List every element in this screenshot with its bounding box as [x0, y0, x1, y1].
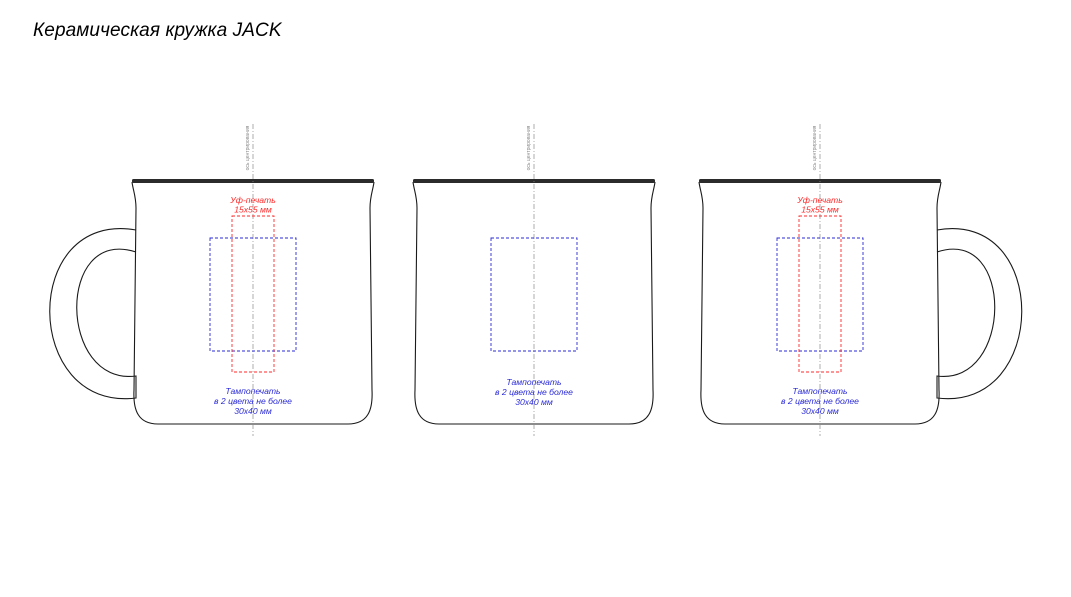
pad-print-label: в 2 цвета не более: [781, 396, 859, 406]
uv-print-area: [231, 215, 275, 373]
mug-handle: [49, 228, 137, 400]
uv-print-area: [798, 215, 842, 373]
pad-print-area: [490, 237, 578, 352]
uv-print-label: Уф-печать: [796, 195, 843, 205]
pad-print-label: 30x40 мм: [515, 397, 553, 407]
pad-print-label: Тампопечать: [225, 386, 281, 396]
pad-print-label: Тампопечать: [506, 377, 562, 387]
mug-handle: [936, 228, 1023, 400]
uv-print-label: Уф-печать: [229, 195, 276, 205]
centering-axis-label: ось центрирования: [245, 125, 251, 170]
pad-print-area: [209, 237, 297, 352]
centering-axis-label: ось центрирования: [812, 125, 818, 170]
pad-print-label: в 2 цвета не более: [495, 387, 573, 397]
centering-axis-label: ось центрирования: [526, 125, 532, 170]
pad-print-label: 30x40 мм: [234, 406, 272, 416]
pad-print-label: Тампопечать: [792, 386, 848, 396]
pad-print-label: в 2 цвета не более: [214, 396, 292, 406]
page-title: Керамическая кружка JACK: [33, 20, 282, 41]
uv-print-label: 15x55 мм: [234, 205, 272, 215]
pad-print-area: [776, 237, 864, 352]
pad-print-label: 30x40 мм: [801, 406, 839, 416]
uv-print-label: 15x55 мм: [801, 205, 839, 215]
